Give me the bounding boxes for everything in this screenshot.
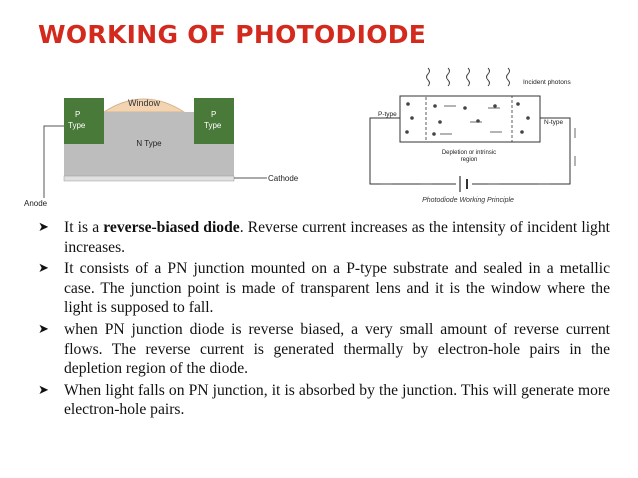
arrow-bullet-icon: ➤ bbox=[38, 220, 49, 235]
incident-photons-label: Incident photons bbox=[523, 79, 571, 86]
p-type-label: P-type bbox=[378, 111, 397, 118]
depletion-label-1: Depletion or intrinsic bbox=[442, 150, 496, 156]
circuit-left bbox=[369, 117, 456, 185]
window-label: Window bbox=[128, 98, 161, 108]
arrow-bullet-icon: ➤ bbox=[38, 261, 49, 277]
photodiode-construction-diagram: Window P Type P Type N Type Cathode Anod… bbox=[24, 98, 299, 208]
p-region-right bbox=[194, 98, 234, 144]
bullet-item-1: ➤It is a reverse-biased diode. Reverse c… bbox=[38, 219, 610, 256]
photodiode-working-principle-diagram: Incident photons P-type N-type Depletion… bbox=[369, 67, 576, 204]
n-type-label: N Type bbox=[136, 139, 162, 148]
p-type-right-label-1: P bbox=[211, 110, 216, 119]
bullet-list: ➤It is a reverse-biased diode. Reverse c… bbox=[38, 218, 610, 422]
bullet-item-3: ➤when PN junction diode is reverse biase… bbox=[38, 320, 610, 378]
depletion-label-2: region bbox=[461, 157, 478, 163]
p-region-left bbox=[64, 98, 104, 144]
depletion-region bbox=[425, 95, 513, 143]
carrier-dots bbox=[405, 102, 530, 136]
diagram-caption: Photodiode Working Principle bbox=[422, 197, 514, 204]
p-type-left-label-1: P bbox=[75, 110, 80, 119]
circuit-arrows bbox=[380, 128, 576, 185]
cathode-label: Cathode bbox=[268, 174, 299, 183]
page-title: WORKING OF PHOTODIODE bbox=[38, 20, 427, 49]
anode-lead bbox=[43, 125, 64, 198]
circuit-right bbox=[472, 117, 571, 185]
n-region bbox=[64, 112, 234, 176]
carrier-arrows bbox=[440, 105, 502, 135]
n-type-label-2: N-type bbox=[544, 119, 564, 126]
incident-photons-arrows bbox=[426, 67, 510, 87]
bullet-item-4: ➤When light falls on PN junction, it is … bbox=[38, 381, 610, 419]
p-type-right-label-2: Type bbox=[204, 121, 222, 130]
bullet-item-2: ➤It consists of a PN junction mounted on… bbox=[38, 260, 610, 317]
window-lens bbox=[102, 98, 186, 113]
arrow-bullet-icon: ➤ bbox=[38, 382, 49, 398]
p-type-left-label-2: Type bbox=[68, 121, 86, 130]
cathode-plate bbox=[63, 175, 235, 182]
arrow-bullet-icon: ➤ bbox=[38, 321, 49, 337]
anode-label: Anode bbox=[24, 199, 48, 208]
device-outer bbox=[399, 95, 541, 143]
